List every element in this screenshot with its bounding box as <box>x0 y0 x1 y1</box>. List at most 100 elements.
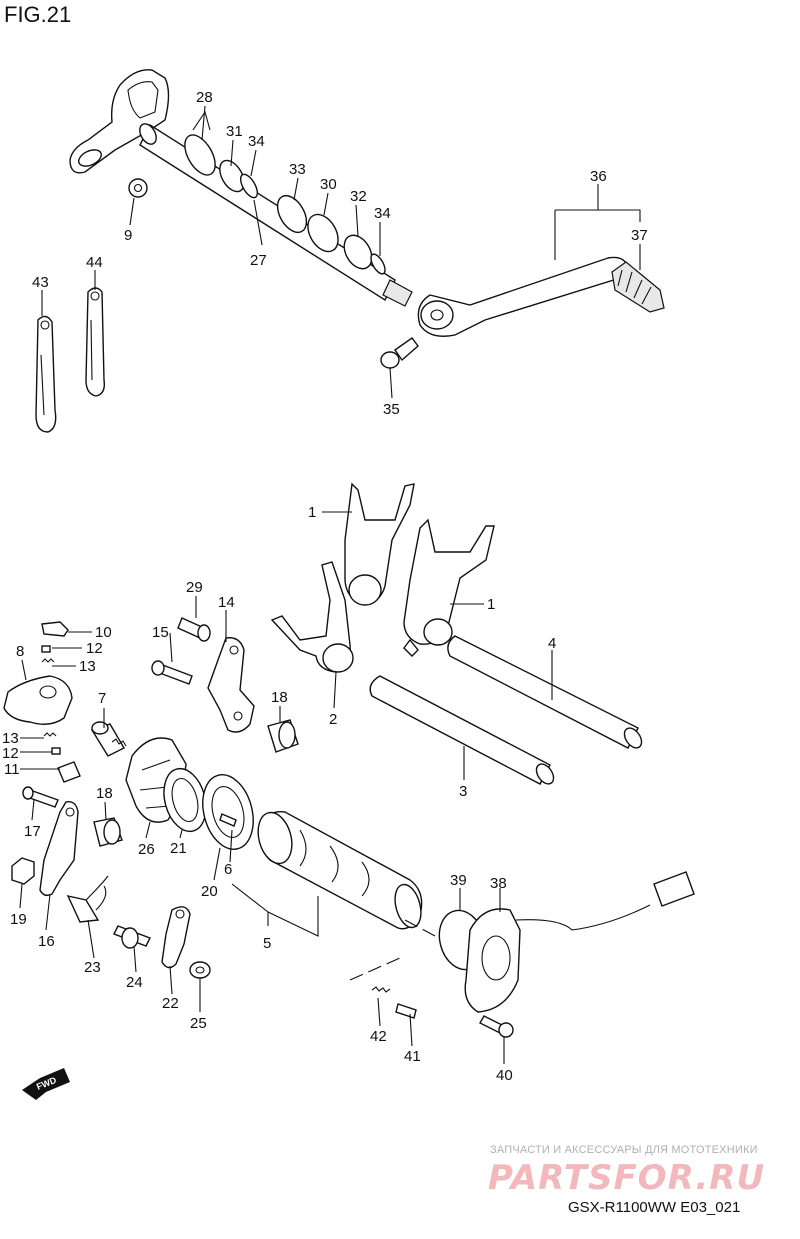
label-43: 43 <box>32 274 49 291</box>
spring-holder-23 <box>66 895 100 923</box>
bearing-20 <box>202 774 254 850</box>
model-code: GSX-R1100WW E03_021 <box>568 1199 741 1216</box>
spacer-7-spring <box>111 738 127 747</box>
label-34-upper: 34 <box>248 133 265 150</box>
label-22: 22 <box>162 995 179 1012</box>
leader-lines <box>19 105 641 1064</box>
label-23: 23 <box>84 959 101 976</box>
watermark-logo: PARTSFOR.RU <box>488 1158 766 1198</box>
fork-1-upper-boss <box>348 574 382 606</box>
label-25: 25 <box>190 1015 207 1032</box>
bearing-20-inner <box>211 786 245 838</box>
gearshift-cam-assembly <box>125 737 481 961</box>
label-17: 17 <box>24 823 41 840</box>
label-37: 37 <box>631 227 648 244</box>
washer-31 <box>219 159 245 193</box>
pawl-24-head <box>121 927 139 949</box>
shift-rubber <box>611 261 665 313</box>
label-30: 30 <box>320 176 337 193</box>
label-8: 8 <box>16 643 24 660</box>
label-9: 9 <box>124 227 132 244</box>
nut-19 <box>11 857 35 885</box>
screw-17-head <box>22 786 34 800</box>
bearing-33 <box>276 194 308 234</box>
washer-25-hole <box>195 966 205 974</box>
cam-stopper-8 <box>3 675 73 725</box>
label-10: 10 <box>95 624 112 641</box>
fork-shaft-3-end <box>535 763 555 785</box>
pin-6 <box>219 813 237 827</box>
link-43-slot <box>40 354 45 416</box>
watermark-subtitle: ЗАПЧАСТИ И АКСЕССУАРЫ ДЛЯ МОТОТЕХНИКИ <box>490 1144 758 1156</box>
fork-shaft-4-end <box>623 727 643 749</box>
label-11: 11 <box>4 761 20 778</box>
plate-14-hole-a <box>229 645 239 655</box>
bolt-29-head <box>197 624 211 642</box>
label-1-right: 1 <box>487 596 495 613</box>
label-4: 4 <box>548 635 556 652</box>
label-7: 7 <box>98 690 106 707</box>
spring-23-coils <box>85 875 109 911</box>
holder-11 <box>57 761 81 783</box>
label-42: 42 <box>370 1028 387 1045</box>
washer-32 <box>343 234 373 270</box>
label-18-lower: 18 <box>96 785 113 802</box>
label-31: 31 <box>226 123 243 140</box>
pin-12-upper <box>41 645 51 653</box>
label-35: 35 <box>383 401 400 418</box>
lifter-hole <box>175 909 185 919</box>
bushing-18-upper-face <box>278 721 296 749</box>
lever-clamp <box>420 300 454 330</box>
label-39: 39 <box>450 872 467 889</box>
shift-fork-1-right <box>403 518 495 645</box>
spacer-7-end <box>91 721 109 735</box>
washer-9-hole <box>133 183 143 193</box>
label-12-upper: 12 <box>86 640 103 657</box>
label-33: 33 <box>289 161 306 178</box>
drum-end <box>257 811 293 865</box>
spring-leg <box>192 110 211 131</box>
plate-14 <box>207 637 255 733</box>
fork-1-right-boss <box>423 618 453 646</box>
label-5: 5 <box>263 935 271 952</box>
link-44-hole <box>90 291 100 301</box>
rubber-ribs <box>617 269 652 305</box>
label-18-upper: 18 <box>271 689 288 706</box>
contact-pin-41 <box>395 1003 417 1019</box>
stopper-plate-16 <box>39 801 79 897</box>
gear-shift-shaft-assembly <box>69 69 413 307</box>
gear-position-switch-38 <box>464 908 521 1013</box>
label-16: 16 <box>38 933 55 950</box>
fwd-arrow-icon: FWD <box>22 1068 70 1100</box>
label-13-upper: 13 <box>79 658 96 675</box>
label-2: 2 <box>329 711 337 728</box>
lever-body <box>417 256 629 337</box>
label-21: 21 <box>170 840 187 857</box>
pin-12-lower <box>51 747 61 755</box>
shift-forks <box>270 482 495 673</box>
arm-window <box>127 81 159 119</box>
shift-arm-plate <box>69 69 170 174</box>
axis-line-switch <box>349 957 401 981</box>
label-32: 32 <box>350 188 367 205</box>
lever-clamp-hole <box>430 309 444 321</box>
plate-16-hole <box>65 807 75 817</box>
bearing-21-inner <box>171 777 199 823</box>
label-28: 28 <box>196 89 213 106</box>
label-41: 41 <box>404 1048 421 1065</box>
label-24: 24 <box>126 974 143 991</box>
label-27: 27 <box>250 252 267 269</box>
label-1-upper: 1 <box>308 504 316 521</box>
label-3: 3 <box>459 783 467 800</box>
link-43-hole <box>40 320 50 330</box>
bolt-35-shank <box>394 337 419 362</box>
label-12-lower: 12 <box>2 745 19 762</box>
bolt-40-head <box>498 1022 514 1038</box>
cam-stopper-hole <box>39 685 57 699</box>
link-rod-44 <box>85 287 106 397</box>
fork-2-boss <box>322 643 354 673</box>
pin-10 <box>41 621 69 637</box>
drum-grooves <box>299 829 370 897</box>
shaft-spline <box>382 279 413 307</box>
